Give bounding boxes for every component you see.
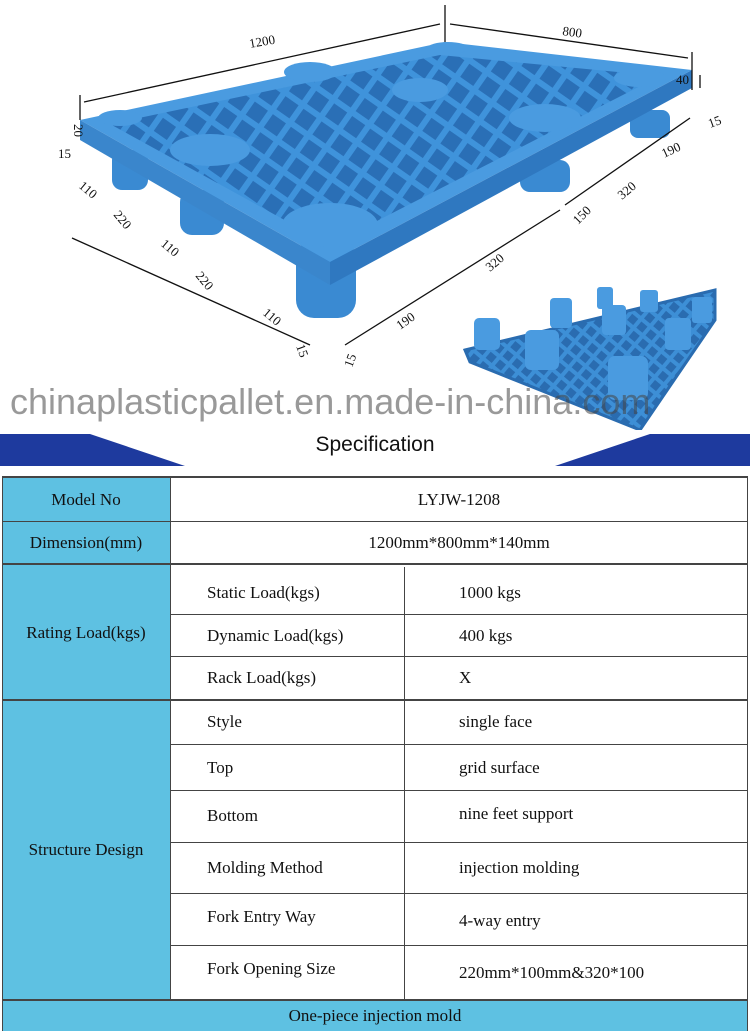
row-value: grid surface [459,757,540,777]
model-value: LYJW-1208 [417,489,501,509]
side-dim-label: 190 [659,139,683,161]
row-value: 220mm*100mm&320*100 [459,963,645,982]
dimension-value: 1200mm*800mm*140mm [368,532,550,552]
row-value: X [459,668,472,687]
width-label: 800 [562,23,583,41]
row-value: nine feet support [459,804,574,823]
left-top-label: 20 [71,124,86,137]
front-dim-label: 220 [111,207,135,232]
pallet-bottom-view [462,287,717,430]
footer-note: One-piece injection mold [2,1001,748,1031]
side-dim-label: 150 [570,203,594,227]
dimension-lines [71,5,701,346]
front-dim-label: 110 [76,178,100,202]
row-name: Dynamic Load(kgs) [207,625,344,645]
specification-title: Specification [315,433,435,456]
side-dim-label: 320 [614,178,639,202]
side-dim-label: 15 [341,352,360,369]
left-edge-label: 15 [58,146,71,161]
row-value: single face [459,712,533,731]
rating-load-label: Rating Load(kgs) [2,565,170,700]
row-name: Fork Opening Size [207,959,336,978]
front-dim-label: 220 [193,268,217,293]
front-dim-label: 110 [158,236,182,260]
side-dim-label: 320 [482,250,507,274]
row-name: Static Load(kgs) [207,583,320,602]
row-value: 400 kgs [459,625,513,645]
row-name: Rack Load(kgs) [207,668,317,687]
model-label: Model No [2,478,170,521]
row-name: Molding Method [207,858,323,877]
row-value: injection molding [459,858,580,877]
front-dim-label: 110 [260,305,284,329]
row-name: Top [207,757,234,777]
row-name: Fork Entry Way [207,907,316,926]
front-dim-label: 15 [293,342,312,359]
dimension-label: Dimension(mm) [2,522,170,563]
side-dim-label: 15 [706,112,723,131]
row-value: 1000 kgs [459,583,521,602]
length-label: 1200 [248,32,276,51]
pallet-dimension-diagram: 1200 800 40 20 15 110 220 110 220 110 15… [58,5,723,430]
header-band [0,434,750,466]
row-name: Bottom [207,806,259,825]
pallet-deck [80,42,692,285]
structure-design-label: Structure Design [2,701,170,999]
deck-height-label: 40 [676,72,689,87]
row-name: Style [207,712,242,731]
row-value: 4-way entry [459,911,541,930]
